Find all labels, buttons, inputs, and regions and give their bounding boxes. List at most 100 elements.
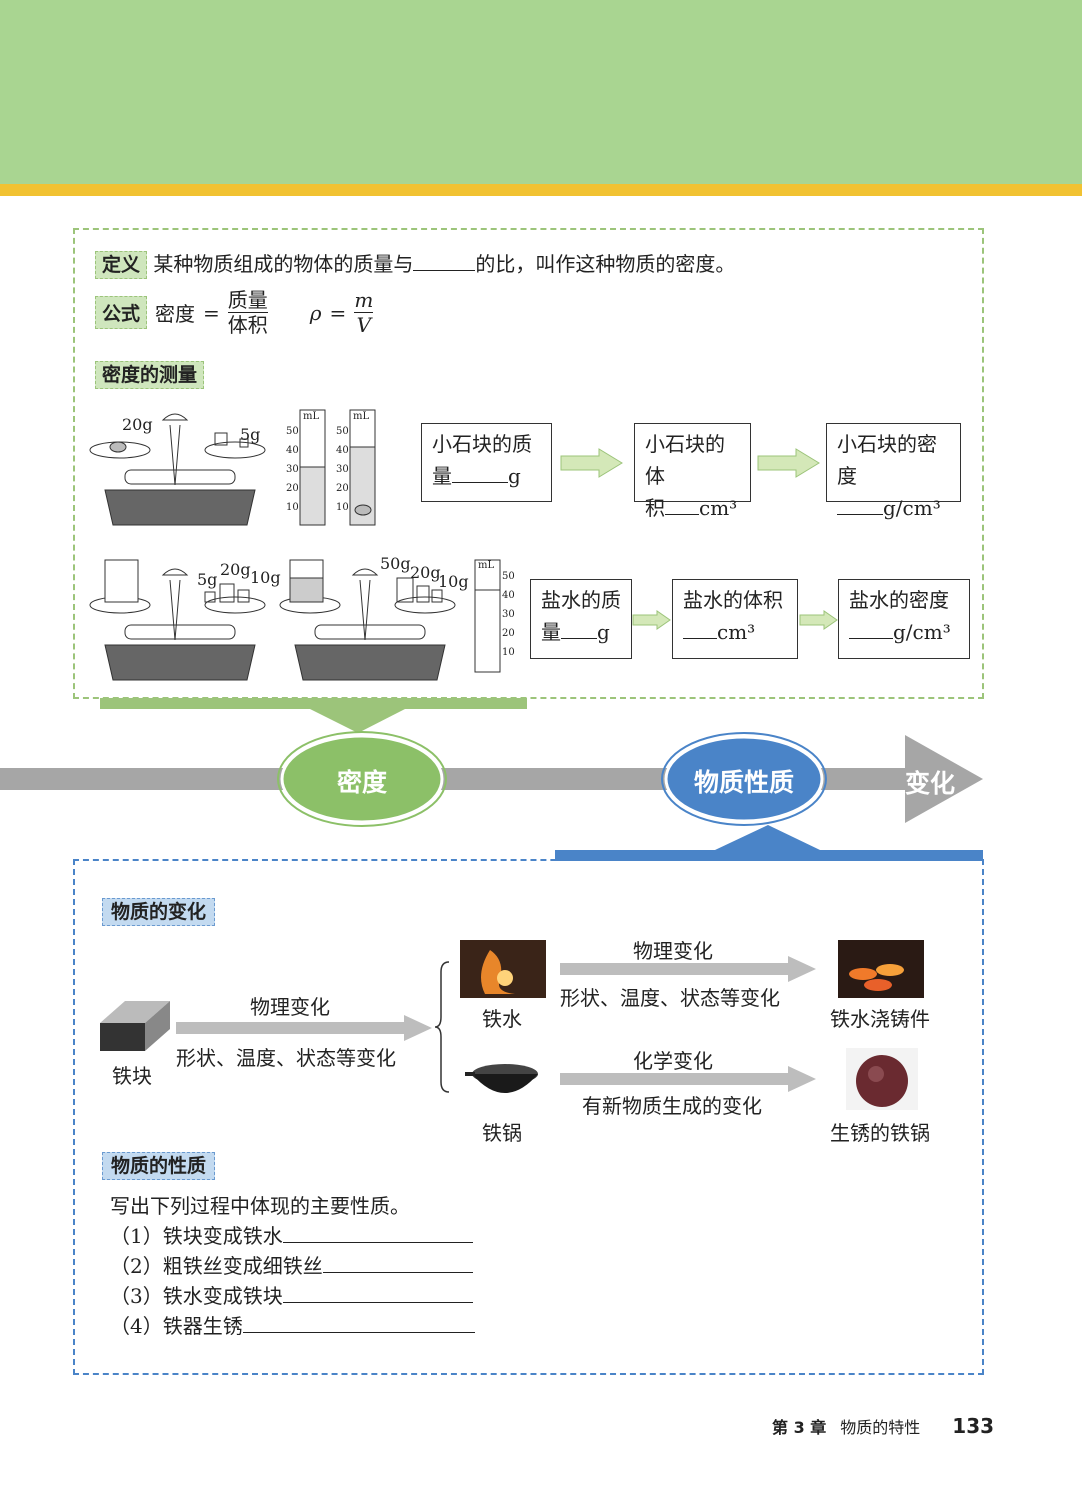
weight-label: 10g <box>250 568 281 587</box>
denominator: 体积 <box>227 313 268 337</box>
definition-row: 定义 某种物质组成的物体的质量与的比，叫作这种物质的密度。 <box>95 248 736 279</box>
rusty-wok-photo <box>846 1048 918 1110</box>
tick: 10 <box>336 502 349 513</box>
measure-tag: 密度的测量 <box>95 361 205 389</box>
header-stripe <box>0 184 1082 196</box>
question-item: （3）铁水变成铁块 <box>110 1281 475 1311</box>
answer-field[interactable] <box>282 1285 473 1303</box>
casting-photo <box>838 940 924 998</box>
line: 盐水的密度 <box>849 588 949 612</box>
cylinder-unit: mL <box>303 411 320 422</box>
properties-box <box>73 859 984 1375</box>
change-tag: 物质的变化 <box>102 898 216 926</box>
arrow3-bottom-label: 有新物质生成的变化 <box>582 1094 762 1118</box>
weight-label: 20g <box>410 563 441 582</box>
property-prompt: 写出下列过程中体现的主要性质。 <box>110 1194 410 1218</box>
word-fraction: 质量体积 <box>227 288 268 337</box>
rho: ρ <box>309 300 322 325</box>
balance-icon <box>279 559 456 681</box>
brace-icon <box>435 961 450 1093</box>
weight-label: 20g <box>122 415 153 434</box>
molten-iron-label: 铁水 <box>482 1007 522 1031</box>
tick: 50 <box>286 426 299 437</box>
formula-lhs: 密度 <box>155 302 196 326</box>
arrow-right-icon <box>560 956 816 982</box>
arrow-right-icon <box>799 610 838 630</box>
weight-label: 20g <box>220 560 251 579</box>
question-text: （1）铁块变成铁水 <box>110 1224 283 1248</box>
answer-field[interactable] <box>282 1225 473 1243</box>
arrow-right-icon <box>632 610 671 630</box>
brine-density-box: 盐水的密度 g/cm³ <box>838 579 970 659</box>
tick: 20 <box>336 483 349 494</box>
unit: g <box>597 620 610 644</box>
answer-field[interactable] <box>322 1255 473 1273</box>
equals-2: = <box>329 300 347 325</box>
concept-axis <box>0 698 983 861</box>
tick: 10 <box>286 502 299 513</box>
weight-label: 10g <box>438 572 469 591</box>
node-properties: 物质性质 <box>693 768 794 797</box>
arrow2-top-label: 物理变化 <box>633 939 713 963</box>
unit: g <box>508 464 521 488</box>
arrow-right-icon <box>176 1015 432 1041</box>
question-item: （1）铁块变成铁水 <box>110 1221 475 1251</box>
blank <box>849 619 893 639</box>
blank <box>413 251 476 271</box>
question-text: （4）铁器生锈 <box>110 1314 243 1338</box>
question-item: （2）粗铁丝变成细铁丝 <box>110 1251 475 1281</box>
casting-label: 铁水浇铸件 <box>830 1007 930 1031</box>
tick: 40 <box>502 590 515 601</box>
iron-block-icon <box>100 1001 170 1051</box>
footer: 第 3 章 物质的特性 133 <box>772 1414 994 1438</box>
iron-wok-photo <box>465 1064 538 1093</box>
balance-icon <box>89 559 266 681</box>
tick: 10 <box>502 647 515 658</box>
cylinder-unit: mL <box>478 560 495 571</box>
tick: 30 <box>502 609 515 620</box>
rusty-wok-label: 生锈的铁锅 <box>830 1121 930 1145</box>
tick: 50 <box>336 426 349 437</box>
tick: 20 <box>286 483 299 494</box>
line: 量 <box>541 620 561 644</box>
cylinder-unit: mL <box>353 411 370 422</box>
blank <box>561 619 597 639</box>
cylinder-icon <box>299 409 501 673</box>
V: V <box>356 313 372 337</box>
m: m <box>354 288 374 313</box>
header-band <box>0 0 1082 184</box>
unit: g/cm³ <box>883 496 941 520</box>
tick: 30 <box>336 464 349 475</box>
tick: 30 <box>286 464 299 475</box>
line: 小石块的体 <box>645 432 725 488</box>
question-text: （2）粗铁丝变成细铁丝 <box>110 1254 323 1278</box>
blank <box>837 495 883 515</box>
arrow1-top-label: 物理变化 <box>250 995 330 1019</box>
definition-text-2: 的比，叫作这种物质的密度。 <box>475 252 736 276</box>
arrow3-top-label: 化学变化 <box>633 1049 713 1073</box>
molten-iron-photo <box>460 940 546 998</box>
apparatus-illustration <box>89 409 501 681</box>
arrow-label-change: 变化 <box>905 769 956 798</box>
line: 盐水的质 <box>541 588 621 612</box>
density-box <box>73 228 984 699</box>
line: 量 <box>432 464 452 488</box>
brine-mass-box: 盐水的质量 g <box>530 579 632 659</box>
iron-wok-label: 铁锅 <box>482 1121 522 1145</box>
definition-text: 某种物质组成的物体的质量与 <box>153 252 414 276</box>
answer-field[interactable] <box>242 1315 475 1333</box>
arrow-right-icon <box>757 448 820 478</box>
blank <box>683 619 717 639</box>
question-text: （3）铁水变成铁块 <box>110 1284 283 1308</box>
blank <box>452 463 508 483</box>
weight-label: 50g <box>380 554 411 573</box>
question-item: （4）铁器生锈 <box>110 1311 475 1341</box>
unit: g/cm³ <box>893 620 951 644</box>
